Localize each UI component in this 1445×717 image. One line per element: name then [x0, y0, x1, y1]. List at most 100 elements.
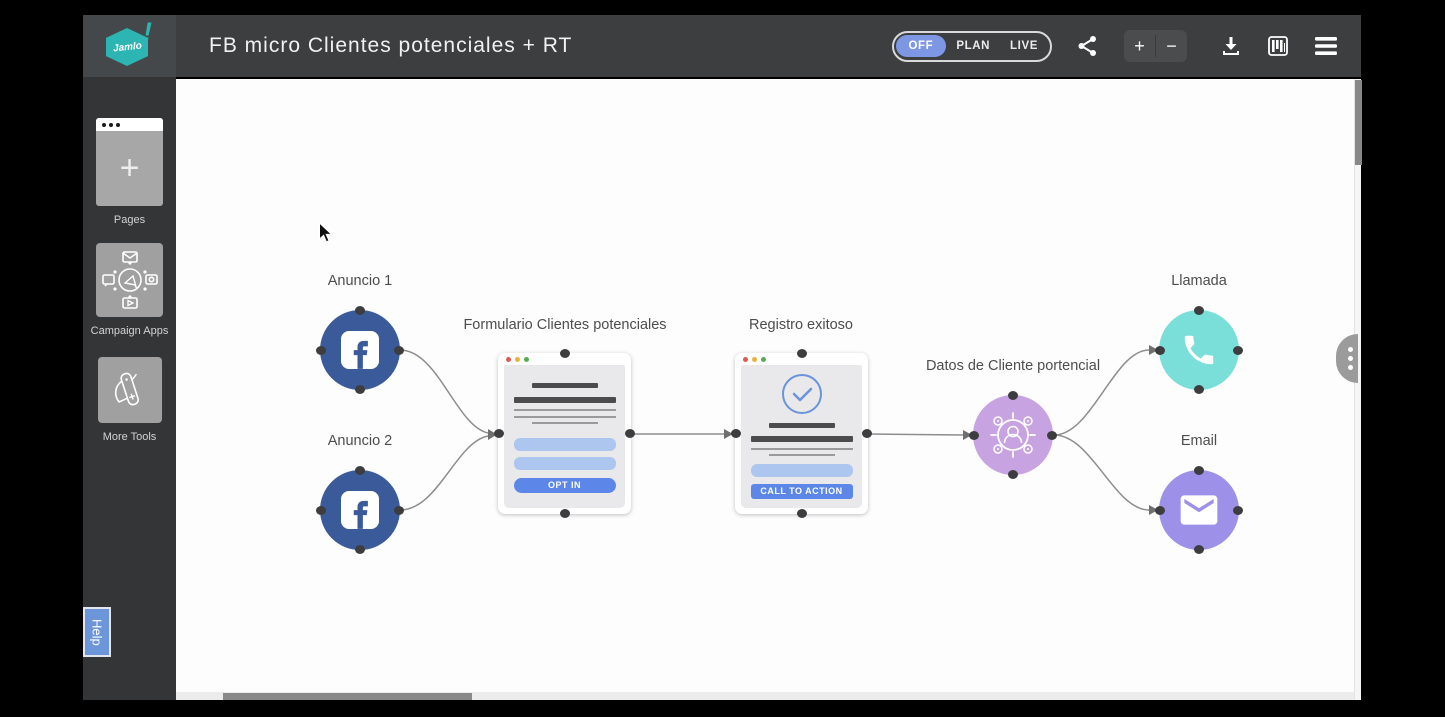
horizontal-scrollbar[interactable]: [176, 692, 1354, 700]
vertical-scrollbar[interactable]: [1354, 79, 1362, 700]
node-label-llamada: Llamada: [1171, 273, 1227, 289]
content-bar-mock: [750, 464, 853, 477]
browser-traffic-lights: [735, 353, 868, 365]
connector-dot[interactable]: [1008, 391, 1018, 400]
swiss-knife-icon: [97, 357, 162, 423]
mode-option-off[interactable]: OFF: [895, 35, 947, 57]
connector-dot[interactable]: [1008, 470, 1018, 479]
menu-button[interactable]: [1314, 36, 1338, 56]
facebook-icon: [341, 331, 379, 369]
megaphone-network-icon: [96, 243, 163, 317]
node-formulario[interactable]: OPT IN: [494, 349, 635, 518]
zoom-in-button[interactable]: +: [1134, 35, 1145, 56]
profile-target-icon: [990, 412, 1036, 458]
hamburger-menu-icon: [1315, 37, 1337, 55]
sidebar-item-pages[interactable]: + Pages: [83, 118, 176, 226]
brand-name: Jamlo: [112, 40, 142, 54]
optin-button-mock: OPT IN: [513, 478, 616, 493]
cta-button-mock: CALL TO ACTION: [750, 484, 853, 499]
right-panel-handle[interactable]: [1336, 334, 1358, 383]
connector-dot[interactable]: [1233, 505, 1243, 515]
mouse-cursor: [318, 221, 333, 249]
node-email[interactable]: [1155, 466, 1243, 554]
connector-dot[interactable]: [355, 545, 365, 554]
form-field-mock: [513, 457, 616, 470]
connector-dot[interactable]: [394, 505, 404, 515]
connector-dot[interactable]: [1155, 505, 1165, 515]
brand-exclamation: !: [143, 17, 152, 47]
tools-sidebar: + Pages: [83, 77, 176, 700]
connector-dot[interactable]: [796, 349, 807, 358]
vertical-scrollbar-thumb[interactable]: [1355, 80, 1362, 165]
connector-dot[interactable]: [625, 429, 635, 438]
funnel-canvas[interactable]: Anuncio 1 Anuncio 2 Formulario Clientes …: [176, 79, 1354, 700]
report-table-icon: [1268, 36, 1288, 56]
node-registro[interactable]: CALL TO ACTION: [731, 349, 872, 518]
connector-dot[interactable]: [1194, 306, 1204, 315]
connector-dot[interactable]: [969, 430, 979, 440]
node-label-registro: Registro exitoso: [749, 317, 853, 333]
connector-dot[interactable]: [494, 429, 504, 438]
report-table-button[interactable]: [1266, 34, 1290, 58]
node-anuncio-2[interactable]: [316, 466, 404, 554]
phone-icon: [1184, 335, 1214, 365]
header-bar: Jamlo ! FB micro Clientes potenciales + …: [83, 15, 1361, 77]
share-icon: [1078, 36, 1096, 56]
form-field-mock: [513, 438, 616, 451]
connector-dot[interactable]: [1194, 466, 1204, 475]
connector-dot[interactable]: [1047, 430, 1057, 440]
connector-dot[interactable]: [355, 306, 365, 315]
sidebar-item-campaign-apps[interactable]: Campaign Apps: [83, 243, 176, 337]
connector-dot[interactable]: [559, 509, 570, 518]
connector-dot[interactable]: [1155, 345, 1165, 355]
page-mock-body: CALL TO ACTION: [741, 365, 862, 508]
node-llamada[interactable]: [1155, 306, 1243, 394]
connector-dot[interactable]: [316, 505, 326, 515]
header-controls: OFF PLAN LIVE + −: [891, 30, 1361, 62]
node-label-anuncio-1: Anuncio 1: [327, 273, 393, 289]
mode-option-live[interactable]: LIVE: [1010, 40, 1038, 52]
connector-dot[interactable]: [1194, 385, 1204, 394]
zoom-controls: + −: [1124, 30, 1187, 62]
mode-toggle: OFF PLAN LIVE: [891, 30, 1052, 62]
envelope-icon: [1180, 495, 1218, 525]
horizontal-scrollbar-thumb[interactable]: [223, 693, 472, 700]
connector-dot[interactable]: [1233, 345, 1243, 355]
funnel-title: FB micro Clientes potenciales + RT: [209, 34, 573, 57]
connector-dot[interactable]: [559, 349, 570, 358]
connector-dot[interactable]: [796, 509, 807, 518]
share-button[interactable]: [1076, 34, 1100, 58]
node-datos-cliente[interactable]: [969, 391, 1057, 479]
connector-dot[interactable]: [355, 466, 365, 475]
connector-dot[interactable]: [1194, 545, 1204, 554]
mode-option-plan[interactable]: PLAN: [956, 40, 991, 52]
help-tab[interactable]: Help: [83, 607, 111, 657]
sidebar-item-label: Pages: [113, 214, 146, 226]
node-label-anuncio-2: Anuncio 2: [327, 433, 393, 449]
sidebar-item-label: More Tools: [102, 431, 157, 443]
node-label-formulario: Formulario Clientes potenciales: [463, 317, 667, 333]
divider: [1155, 35, 1156, 57]
node-label-datos: Datos de Cliente portencial: [925, 358, 1101, 374]
node-anuncio-1[interactable]: [316, 306, 404, 394]
brand-hexagon-icon: Jamlo: [106, 28, 148, 66]
download-button[interactable]: [1219, 34, 1243, 58]
connector-dot[interactable]: [316, 345, 326, 355]
zoom-out-button[interactable]: −: [1166, 35, 1177, 56]
connector-dot[interactable]: [355, 385, 365, 394]
success-check-icon: [741, 373, 862, 415]
connector-dot[interactable]: [394, 345, 404, 355]
facebook-icon: [341, 491, 379, 529]
download-icon: [1223, 37, 1239, 55]
connection-wires: [399, 345, 1158, 515]
brand-logo[interactable]: Jamlo !: [83, 15, 176, 77]
page-mock-body: OPT IN: [504, 365, 625, 508]
connector-dot[interactable]: [862, 429, 872, 438]
browser-page-icon: +: [96, 118, 163, 206]
help-tab-label: Help: [89, 618, 105, 646]
sidebar-item-label: Campaign Apps: [90, 325, 169, 337]
sidebar-item-more-tools[interactable]: More Tools: [83, 357, 176, 443]
node-label-email: Email: [1180, 433, 1218, 449]
connector-dot[interactable]: [731, 429, 741, 438]
